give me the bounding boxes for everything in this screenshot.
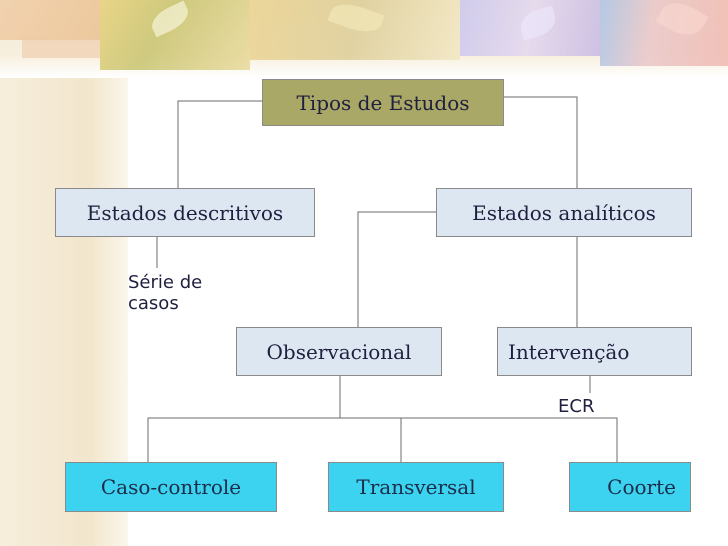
label-ecr: ECR [558,396,595,417]
label-serie-line1: Série de [128,272,203,293]
connector-analiticos-observacional [357,211,436,327]
label-serie-line2: casos [128,293,179,314]
node-transversal: Transversal [328,462,504,512]
connector-root-descritivos [177,100,262,188]
node-observacional: Observacional [236,327,442,376]
node-intervencao: Intervenção [497,327,692,376]
node-estados-analiticos: Estados analíticos [436,188,692,237]
connector-leaves-bar [147,417,618,462]
root-node-tipos-de-estudos: Tipos de Estudos [262,79,504,126]
left-background-strip [0,0,128,546]
label-serie-de-casos: Série de casos [128,272,202,314]
connector-root-analiticos [504,96,578,188]
node-caso-controle: Caso-controle [65,462,277,512]
decorative-banner [0,0,728,78]
node-coorte: Coorte [569,462,691,512]
node-estados-descritivos: Estados descritivos [55,188,315,237]
